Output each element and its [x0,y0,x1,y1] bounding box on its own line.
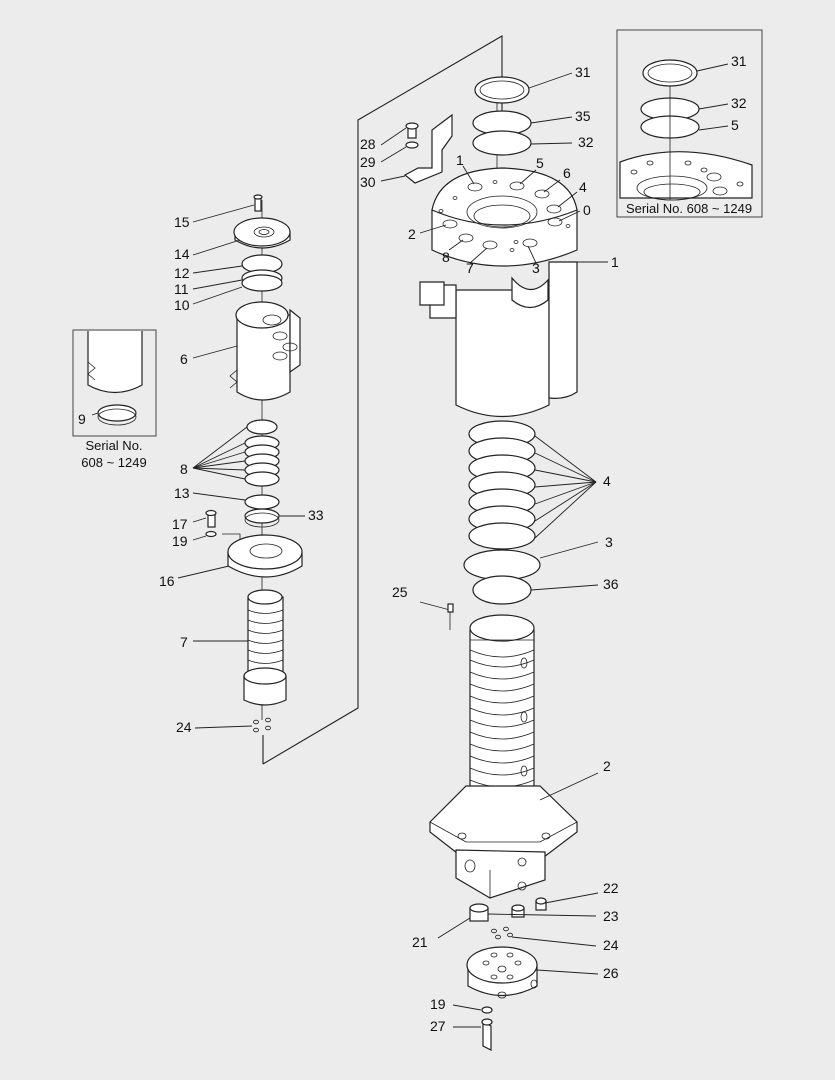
inset-right-caption: Serial No. 608 ~ 1249 [626,201,752,216]
inset-left-caption-line1: Serial No. [85,438,142,453]
callout-3-ring: 3 [605,534,613,550]
callout-24-left: 24 [176,719,192,735]
callout-6-left: 6 [180,351,188,367]
bottom-cover-parts: 22 23 21 24 26 19 27 [412,880,619,1051]
callouts-left-column: 15 14 12 11 10 6 8 13 33 17 19 16 7 24 [159,204,324,735]
callout-23: 23 [603,908,619,924]
callout-2-spindle: 2 [603,758,611,774]
callout-15: 15 [174,214,190,230]
callouts-upper-right: 31 35 32 28 29 30 1 5 6 4 0 2 8 7 3 1 [360,64,619,276]
inset-right-serial: 31 32 5 Serial No. 608 ~ 1249 [616,29,763,218]
callout-22: 22 [603,880,619,896]
callout-4-stack: 4 [603,473,611,489]
callout-5: 5 [536,155,544,171]
callout-8-left: 8 [180,461,188,477]
spindle-part-2: 25 2 [392,584,611,899]
inset-left-label-9: 9 [78,411,86,427]
inset-left-serial: 9 Serial No. 608 ~ 1249 [72,329,157,470]
callout-7-top: 7 [466,260,474,276]
callout-36: 36 [603,576,619,592]
callout-1-top: 1 [456,152,464,168]
callout-26: 26 [603,965,619,981]
callout-31: 31 [575,64,591,80]
callout-11: 11 [174,281,189,297]
callout-27: 27 [430,1018,446,1034]
callout-29: 29 [360,154,376,170]
inset-right-label-31: 31 [731,53,747,69]
callout-4-top: 4 [579,179,587,195]
callout-10: 10 [174,297,190,313]
housing-part-1 [403,76,578,418]
callout-13: 13 [174,485,190,501]
inset-right-label-32: 32 [731,95,747,111]
callout-1-body: 1 [611,254,619,270]
callout-7-left: 7 [180,634,188,650]
callout-6: 6 [563,165,571,181]
left-column-parts [205,194,303,733]
inset-left-caption-line2: 608 ~ 1249 [81,455,146,470]
callout-0: 0 [583,202,591,218]
callout-24-bottom: 24 [603,937,619,953]
callout-2-top: 2 [408,226,416,242]
callout-14: 14 [174,246,190,262]
inset-right-label-5: 5 [731,117,739,133]
seal-stack-part-4: 4 3 36 [463,420,619,605]
callout-30: 30 [360,174,376,190]
callout-17: 17 [172,516,188,532]
callout-35: 35 [575,108,591,124]
callout-19-left: 19 [172,533,188,549]
callout-3-top: 3 [532,260,540,276]
callout-19-bottom: 19 [430,996,446,1012]
callout-12: 12 [174,265,190,281]
callout-33: 33 [308,507,324,523]
callout-28: 28 [360,136,376,152]
callout-16: 16 [159,573,175,589]
callout-8-top: 8 [442,249,450,265]
callout-25: 25 [392,584,408,600]
callout-21: 21 [412,934,428,950]
callout-32: 32 [578,134,594,150]
